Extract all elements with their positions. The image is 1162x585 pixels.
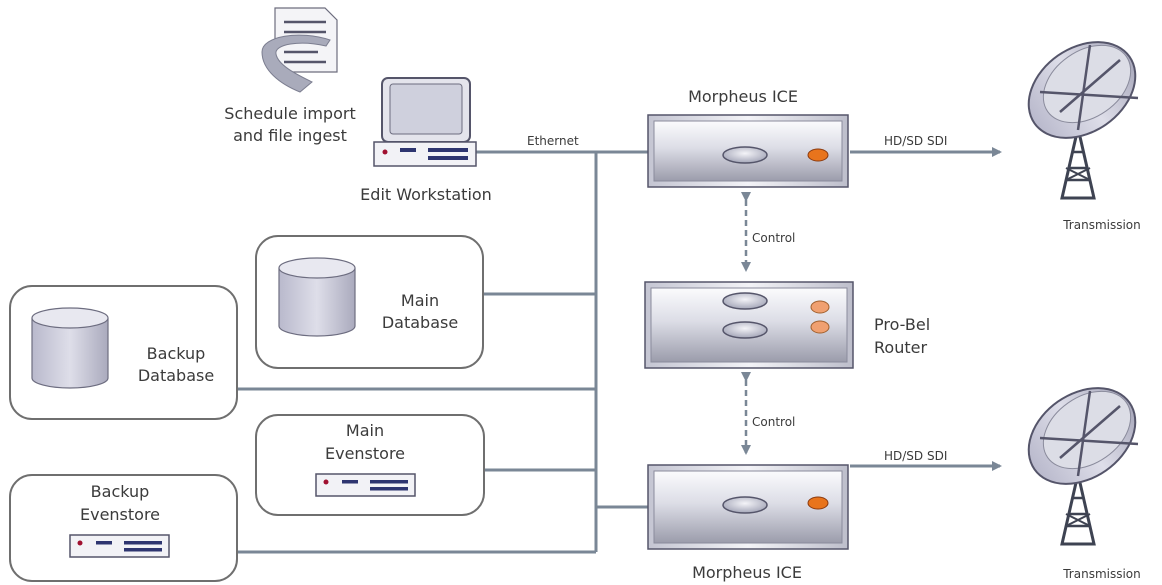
morpheus-bottom-label: Morpheus ICE [692,563,802,582]
backup-database-label-line2: Database [138,366,214,385]
edit-workstation-label: Edit Workstation [360,185,492,204]
backup-database-box: Backup Database [9,285,238,420]
main-evenstore-label-line2: Evenstore [325,444,405,463]
main-database-box: Main Database [255,235,484,369]
satellite-dish-top-icon [1027,41,1139,200]
backup-evenstore-label-line1: Backup [91,482,150,501]
router-label-line1: Pro-Bel [874,315,930,334]
schedule-label-line1: Schedule import [224,104,355,123]
backup-evenstore-server-icon [69,534,170,558]
output-top-label: HD/SD SDI [884,134,947,148]
transmission-top-label: Transmission [1062,218,1141,232]
status-led [807,148,829,162]
main-evenstore-server-icon [315,473,416,497]
pro-bel-router-device [644,281,854,369]
status-led [807,496,829,510]
backup-evenstore-label-line2: Evenstore [80,505,160,524]
backup-evenstore-box: Backup Evenstore [9,474,238,582]
control-top-label: Control [752,231,795,245]
transmission-bottom-label: Transmission [1062,567,1141,581]
main-database-label-line1: Main [401,291,439,310]
network-lines [237,150,648,554]
router-label-line2: Router [874,338,927,357]
main-evenstore-box: Main Evenstore [255,414,485,516]
edit-workstation-icon [373,77,477,167]
sdi-output-arrows [850,147,1002,471]
satellite-dish-bottom-icon [1027,387,1139,546]
schedule-label-line2: and file ingest [233,126,347,145]
morpheus-ice-top-device [647,114,849,188]
morpheus-top-label: Morpheus ICE [688,87,798,106]
main-evenstore-label-line1: Main [346,421,384,440]
control-bottom-label: Control [752,415,795,429]
main-database-label-line2: Database [382,313,458,332]
output-bottom-label: HD/SD SDI [884,449,947,463]
ethernet-label: Ethernet [527,134,579,148]
main-database-cylinder-icon [278,257,356,337]
schedule-document-icon [261,7,338,93]
morpheus-ice-bottom-device [647,464,849,550]
backup-database-cylinder-icon [31,307,109,389]
backup-database-label-line1: Backup [147,344,206,363]
